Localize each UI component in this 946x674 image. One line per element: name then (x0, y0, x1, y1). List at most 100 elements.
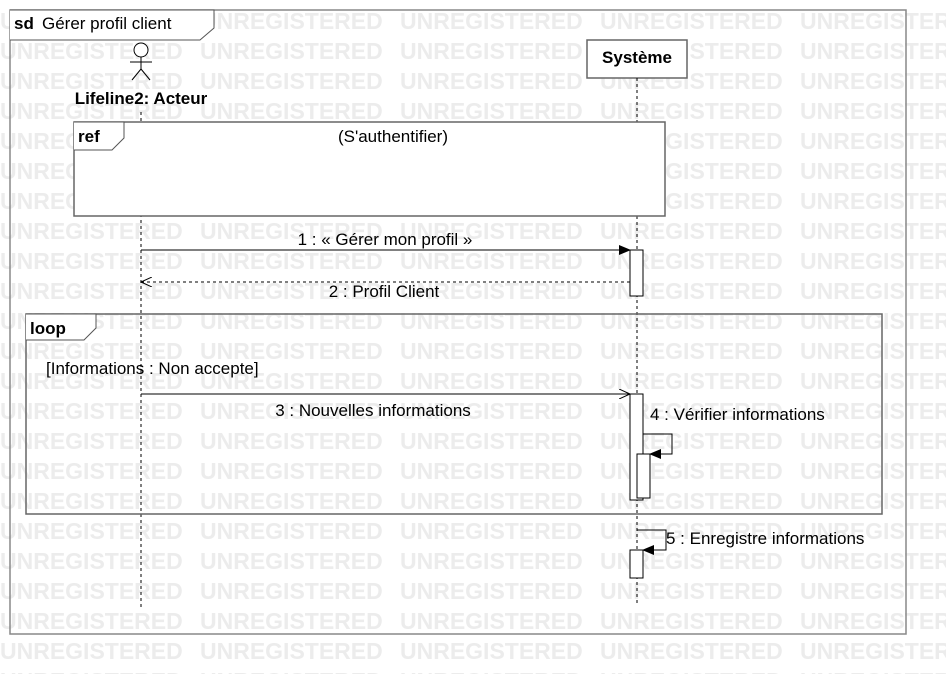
watermark-text: UNREGISTERED (400, 98, 583, 124)
watermark-text: UNREGISTERED (0, 668, 183, 674)
watermark-text: UNREGISTERED (0, 98, 183, 124)
watermark-text: UNREGISTERED (800, 8, 946, 34)
watermark-text: UNREGISTERED (600, 578, 783, 604)
watermark-text: UNREGISTERED (800, 428, 946, 454)
watermark-text: UNREGISTERED (400, 308, 583, 334)
watermark-text: UNREGISTERED (0, 488, 183, 514)
watermark-text: UNREGISTERED (200, 668, 383, 674)
message-2-label: 2 : Profil Client (329, 282, 440, 301)
watermark-text: UNREGISTERED (400, 518, 583, 544)
loop-guard: [Informations : Non accepte] (46, 359, 259, 378)
watermark-text: UNREGISTERED (0, 578, 183, 604)
watermark-text: UNREGISTERED (800, 338, 946, 364)
watermark-text: UNREGISTERED (0, 38, 183, 64)
watermark-text: UNREGISTERED (400, 458, 583, 484)
watermark-text: UNREGISTERED (600, 608, 783, 634)
watermark-text: UNREGISTERED (400, 218, 583, 244)
watermark-text: UNREGISTERED (600, 248, 783, 274)
watermark-text: UNREGISTERED (0, 68, 183, 94)
watermark-text: UNREGISTERED (200, 308, 383, 334)
self-call-activation-bar (636, 453, 651, 499)
watermark-text: UNREGISTERED (400, 608, 583, 634)
watermark-text: UNREGISTERED (200, 608, 383, 634)
watermark-text: UNREGISTERED (0, 218, 183, 244)
loop-fragment (25, 313, 883, 515)
watermark-text: UNREGISTERED (400, 638, 583, 664)
ref-fragment-tab (74, 121, 125, 151)
sd-frame-title: Gérer profil client (42, 14, 172, 33)
watermark-text: UNREGISTERED (400, 488, 583, 514)
watermark-text: UNREGISTERED (200, 368, 383, 394)
ref-fragment-text: (S'authentifier) (338, 127, 448, 146)
watermark-text: UNREGISTERED (0, 338, 183, 364)
watermark-text: UNREGISTERED (400, 68, 583, 94)
loop-fragment-tab (26, 313, 97, 341)
watermark-text: UNREGISTERED (800, 248, 946, 274)
watermark-text: UNREGISTERED (600, 638, 783, 664)
message-3-label: 3 : Nouvelles informations (275, 401, 471, 420)
watermark-text: UNREGISTERED (400, 338, 583, 364)
watermark-text: UNREGISTERED (600, 428, 783, 454)
watermark-text: UNREGISTERED (800, 218, 946, 244)
watermark-text: UNREGISTERED (400, 38, 583, 64)
watermark-text: UNREGISTERED (600, 338, 783, 364)
watermark-text: UNREGISTERED (600, 308, 783, 334)
watermark-text: UNREGISTERED (200, 398, 383, 424)
watermark-text: UNREGISTERED (200, 458, 383, 484)
sd-frame (9, 9, 907, 635)
watermark-text: UNREGISTERED (800, 368, 946, 394)
watermark-text: UNREGISTERED (200, 38, 383, 64)
watermark-text: UNREGISTERED (200, 8, 383, 34)
watermark-text: UNREGISTERED (600, 668, 783, 674)
watermark-text: UNREGISTERED (600, 8, 783, 34)
watermark-text: UNREGISTERED (0, 458, 183, 484)
sd-frame-tab (10, 9, 215, 41)
watermark-text: UNREGISTERED (800, 548, 946, 574)
system-lifeline-head (586, 39, 688, 79)
ref-fragment (73, 121, 666, 217)
watermark-text: UNREGISTERED (0, 638, 183, 664)
watermark-text: UNREGISTERED (800, 308, 946, 334)
watermark-text: UNREGISTERED (200, 338, 383, 364)
watermark-text: UNREGISTERED (200, 68, 383, 94)
actor-lifeline-label: Lifeline2: Acteur (75, 89, 208, 108)
watermark-text: UNREGISTERED (0, 278, 183, 304)
watermark-text: UNREGISTERED (800, 128, 946, 154)
actor-icon (130, 42, 152, 81)
watermark-text: UNREGISTERED (800, 158, 946, 184)
watermark-text: UNREGISTERED (200, 218, 383, 244)
watermark-text: UNREGISTERED (800, 278, 946, 304)
watermark-text: UNREGISTERED (0, 248, 183, 274)
system-activation-bar (629, 249, 644, 297)
watermark-text: UNREGISTERED (0, 608, 183, 634)
message-4-arrow (643, 433, 673, 459)
watermark-text: UNREGISTERED (800, 188, 946, 214)
watermark-text: UNREGISTERED (0, 548, 183, 574)
watermark-text: UNREGISTERED (200, 638, 383, 664)
watermark-text: UNREGISTERED (800, 638, 946, 664)
watermark-text: UNREGISTERED (800, 38, 946, 64)
watermark-text: UNREGISTERED (0, 368, 183, 394)
watermark-text: UNREGISTERED (0, 518, 183, 544)
watermark-text: UNREGISTERED (600, 548, 783, 574)
sd-frame-keyword: sd (14, 14, 34, 33)
message-4-label: 4 : Vérifier informations (650, 405, 825, 424)
watermark-text: UNREGISTERED (600, 218, 783, 244)
self-call-activation-bar (629, 549, 644, 579)
message-1-label: 1 : « Gérer mon profil » (298, 230, 473, 249)
watermark-text: UNREGISTERED (400, 398, 583, 424)
watermark-text: UNREGISTERED (800, 68, 946, 94)
watermark-text: UNREGISTERED (0, 428, 183, 454)
watermark-text: UNREGISTERED (200, 548, 383, 574)
watermark-text: UNREGISTERED (400, 668, 583, 674)
watermark-text: UNREGISTERED (200, 518, 383, 544)
watermark-text: UNREGISTERED (200, 428, 383, 454)
watermark-text: UNREGISTERED (600, 368, 783, 394)
watermark-text: UNREGISTERED (800, 98, 946, 124)
message-5-arrow (637, 529, 667, 555)
watermark-text: UNREGISTERED (800, 668, 946, 674)
watermark-text: UNREGISTERED (400, 8, 583, 34)
watermark-text: UNREGISTERED (200, 98, 383, 124)
watermark-text: UNREGISTERED (800, 608, 946, 634)
